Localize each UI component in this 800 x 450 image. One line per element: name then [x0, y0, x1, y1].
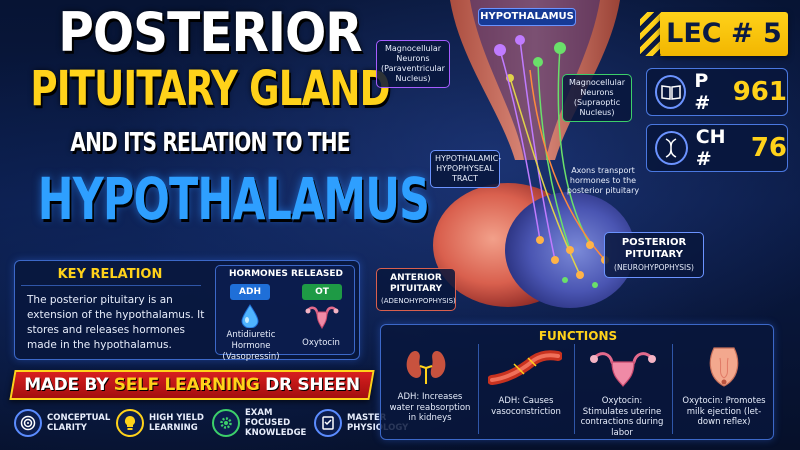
banner-prefix: MADE BY — [24, 375, 109, 395]
title-line-2: PITUITARY GLAND — [30, 61, 390, 117]
author-banner: MADE BY SELF LEARNING DR SHEEN — [12, 370, 372, 400]
kidney-icon — [406, 350, 446, 384]
key-relation-text: The posterior pituitary is an extension … — [27, 294, 205, 351]
chapter-label: CH # — [695, 126, 726, 170]
functions-divider — [574, 344, 575, 434]
functions-divider — [478, 344, 479, 434]
target-icon — [14, 409, 42, 437]
tract-label: HYPOTHALAMIC-HYPOPHYSEAL TRACT — [430, 150, 501, 188]
title-line-3: AND ITS RELATION TO THE — [70, 128, 350, 158]
function-item: ADH: Increases water reabsorption in kid… — [389, 392, 471, 423]
functions-panel: FUNCTIONS — [380, 324, 774, 440]
blood-vessel-icon — [488, 350, 562, 385]
badge-master-physiology: MASTER PHYSIOLOGY — [314, 406, 409, 440]
lecture-number: LEC # 5 — [660, 12, 788, 56]
magno-son-label: Magnocellular Neurons (Supraoptic Nucleu… — [562, 74, 632, 122]
checklist-icon — [314, 409, 342, 437]
hormones-heading: HORMONES RELEASED — [228, 269, 344, 279]
uterus-icon — [305, 306, 339, 330]
dna-icon — [655, 131, 688, 165]
uterus-icon — [590, 352, 656, 387]
title-line-4: HYPOTHALAMUS — [37, 165, 430, 233]
banner-suffix: DR SHEEN — [265, 375, 360, 395]
hypothalamus-label: HYPOTHALAMUS — [478, 8, 576, 26]
magno-pvn-label: Magnocellular Neurons (Paraventricular N… — [376, 40, 450, 88]
badge-label: EXAM FOCUSED KNOWLEDGE — [245, 408, 307, 438]
badge-label: MASTER PHYSIOLOGY — [347, 413, 409, 433]
badge-conceptual-clarity: CONCEPTUAL CLARITY — [14, 406, 111, 440]
function-item: Oxytocin: Promotes milk ejection (let-do… — [682, 396, 766, 427]
axons-label: Axons transport hormones to the posterio… — [566, 166, 640, 195]
hormone-tag-ot: OT — [302, 284, 342, 300]
key-relation-panel: KEY RELATION The posterior pituitary is … — [14, 260, 360, 362]
breast-icon — [709, 347, 739, 387]
hormone-name-adh: Antidiuretic Hormone (Vasopressin) — [222, 330, 280, 362]
hormone-tag-adh: ADH — [230, 284, 270, 300]
lightbulb-icon — [116, 409, 144, 437]
anterior-sub: (ADENOHYPOPHYSIS) — [381, 297, 456, 305]
functions-divider — [672, 344, 673, 434]
page-number: 961 — [732, 77, 787, 107]
functions-heading: FUNCTIONS — [538, 329, 618, 343]
book-icon — [655, 75, 687, 109]
title-line-1: POSTERIOR — [58, 1, 362, 64]
key-relation-heading: KEY RELATION — [57, 267, 163, 282]
pituitary-illustration — [433, 0, 635, 308]
gear-icon — [212, 409, 240, 437]
hormones-panel: HORMONES RELEASED ADH OT Antidiuretic Ho… — [215, 265, 355, 362]
posterior-pituitary-label: POSTERIOR PITUITARY (NEUROHYPOPHYSIS) — [604, 232, 704, 278]
water-drop-icon — [241, 304, 259, 328]
chapter-reference: CH # 76 — [646, 124, 788, 172]
anterior-title: ANTERIOR PITUITARY — [389, 273, 443, 294]
function-item: ADH: Causes vasoconstriction — [491, 396, 561, 417]
function-item: Oxytocin: Stimulates uterine contraction… — [580, 396, 664, 438]
badge-label: HIGH YIELD LEARNING — [149, 413, 204, 433]
banner-highlight: SELF LEARNING — [113, 375, 260, 395]
key-relation-divider — [21, 285, 201, 286]
page-reference: P # 961 — [646, 68, 788, 116]
page-label: P # — [694, 70, 711, 114]
posterior-title: POSTERIOR PITUITARY — [621, 237, 687, 260]
posterior-sub: (NEUROHYPOPHYSIS) — [614, 263, 694, 272]
chapter-number: 76 — [750, 133, 787, 163]
badge-exam-focused: EXAM FOCUSED KNOWLEDGE — [212, 406, 311, 440]
anterior-pituitary-label: ANTERIOR PITUITARY (ADENOHYPOPHYSIS) — [376, 268, 456, 311]
badge-label: CONCEPTUAL CLARITY — [47, 413, 111, 433]
hormone-name-ot: Oxytocin — [302, 338, 340, 348]
badge-high-yield: HIGH YIELD LEARNING — [116, 406, 209, 440]
